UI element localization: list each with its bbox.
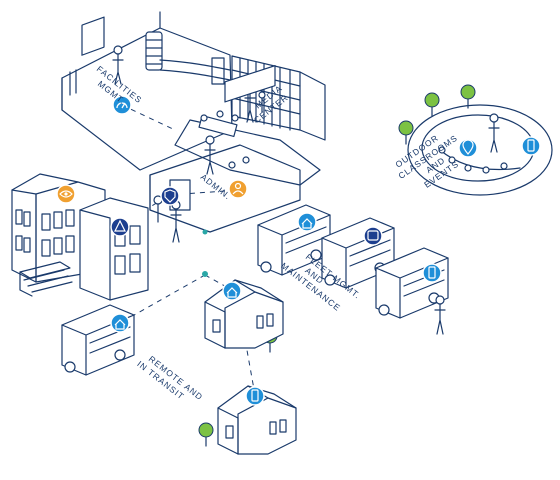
home-icon — [297, 212, 317, 232]
tree — [398, 120, 414, 145]
tree — [198, 422, 214, 447]
connector-dot — [202, 271, 208, 277]
shield-icon — [160, 186, 180, 206]
label-remote: REMOTE AND IN TRANSIT — [135, 350, 207, 413]
label-admin: ADMIN. — [199, 172, 233, 202]
phone-icon — [245, 386, 265, 406]
home-icon — [222, 281, 242, 301]
phone-icon — [422, 263, 442, 283]
outdoor-classroom — [407, 104, 553, 196]
phone-icon — [521, 136, 541, 156]
alert-icon — [110, 217, 130, 237]
person-icon — [228, 179, 248, 199]
home-icon — [110, 313, 130, 333]
connector-dot — [202, 229, 208, 235]
admin-area — [149, 65, 301, 243]
location-pin-icon — [458, 138, 478, 158]
gauge-icon — [112, 95, 132, 115]
school-building — [11, 173, 149, 301]
eye-icon — [56, 184, 76, 204]
fleet-worker — [434, 295, 446, 335]
house-1 — [204, 279, 284, 349]
tree — [460, 84, 476, 109]
tree — [424, 92, 440, 117]
bus-icon — [363, 226, 383, 246]
